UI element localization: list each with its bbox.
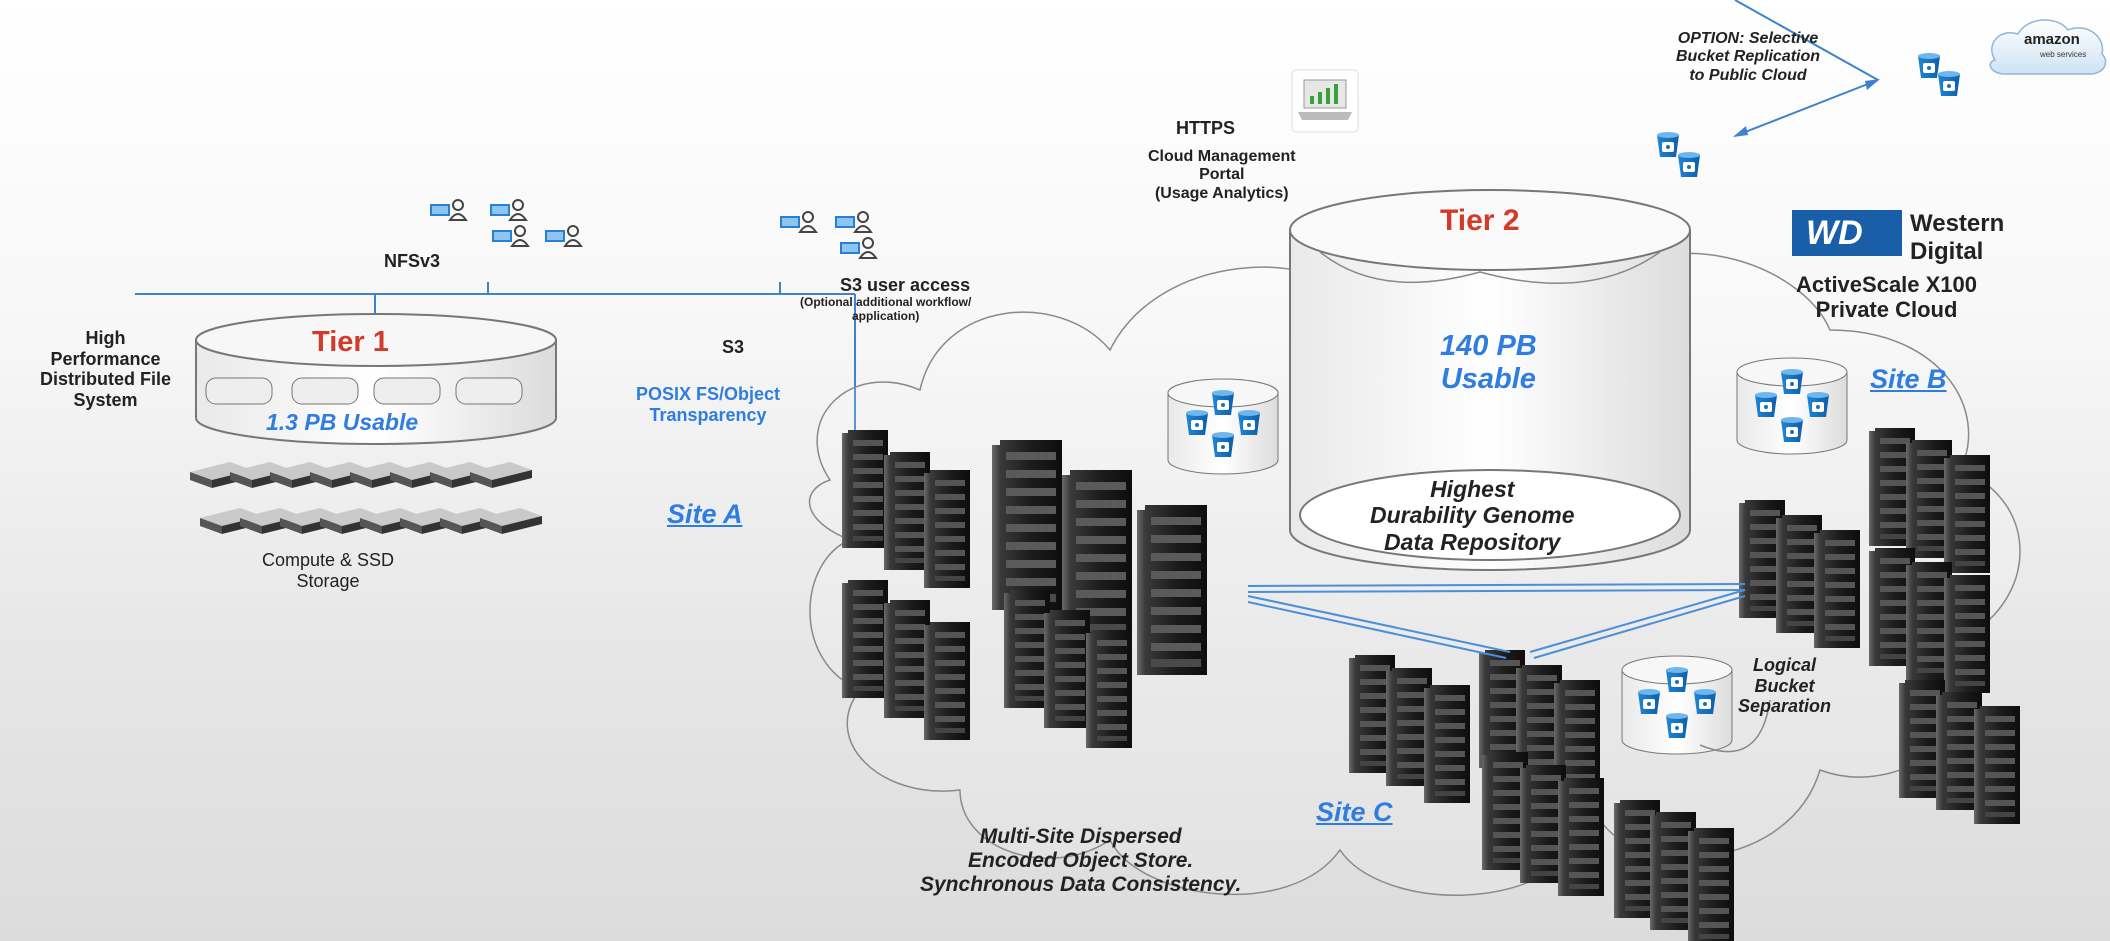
compute-servers: [190, 462, 542, 534]
tier2-capacity: 140 PB Usable: [1440, 330, 1537, 396]
bucket-icon: [1678, 152, 1700, 177]
tier2-title: Tier 2: [1440, 204, 1520, 237]
wd-logo: [1792, 210, 1902, 256]
aws-logo-text: amazon: [2024, 31, 2080, 48]
aws-logo-subtext: web services: [2040, 50, 2087, 59]
bucket-cluster-site-b: [1736, 357, 1848, 455]
bucket-icon: [1657, 132, 1679, 157]
multisite-label: Multi-Site Dispersed Encoded Object Stor…: [920, 825, 1242, 897]
user-icon: [491, 225, 529, 247]
compute-label: Compute & SSD Storage: [262, 550, 395, 591]
bucket-icon: [1918, 53, 1940, 78]
wd-logo-text: WD: [1806, 214, 1863, 252]
replication-links: [1247, 583, 1746, 659]
user-icon: [839, 237, 877, 259]
repository-label: Highest Durability Genome Data Repositor…: [1370, 476, 1575, 555]
tier1-capacity: 1.3 PB Usable: [266, 409, 419, 435]
s3-user-access-label: S3 user access: [840, 275, 971, 295]
https-label: HTTPS: [1176, 118, 1236, 138]
site-b-link[interactable]: Site B: [1870, 364, 1947, 394]
user-icon: [489, 199, 527, 221]
tier1-cylinder: [195, 313, 557, 445]
user-icon: [544, 225, 582, 247]
bucket-cluster-site-a: [1167, 378, 1279, 475]
wd-brand-name: Western Digital: [1910, 210, 2005, 265]
product-label: ActiveScale X100 Private Cloud: [1796, 272, 1978, 323]
tier1-title: Tier 1: [312, 326, 389, 358]
site-a-link[interactable]: Site A: [667, 499, 743, 529]
bucket-cluster-site-c: [1621, 655, 1733, 755]
posix-label: POSIX FS/Object Transparency: [636, 384, 781, 425]
nfs-label: NFSv3: [384, 251, 441, 271]
portal-label: Cloud Management Portal (Usage Analytics…: [1148, 148, 1296, 202]
site-c-link[interactable]: Site C: [1316, 797, 1393, 827]
s3-optional-note: (Optional additional workflow/ applicati…: [800, 295, 972, 323]
user-icon: [834, 211, 872, 233]
logical-separation-label: Logical Bucket Separation: [1738, 655, 1832, 717]
tier2-cylinder: [1289, 189, 1691, 571]
option-label: OPTION: Selective Bucket Replication to …: [1676, 30, 1821, 84]
bucket-icon: [1938, 71, 1960, 96]
hpdfs-label: High Performance Distributed File System: [40, 328, 172, 411]
user-icon: [779, 211, 817, 233]
replication-arrow: [1733, 0, 1880, 137]
user-icon: [429, 199, 467, 221]
aws-cloud-logo: [1989, 19, 2107, 75]
s3-label: S3: [722, 337, 745, 357]
laptop-icon: [1291, 69, 1359, 133]
